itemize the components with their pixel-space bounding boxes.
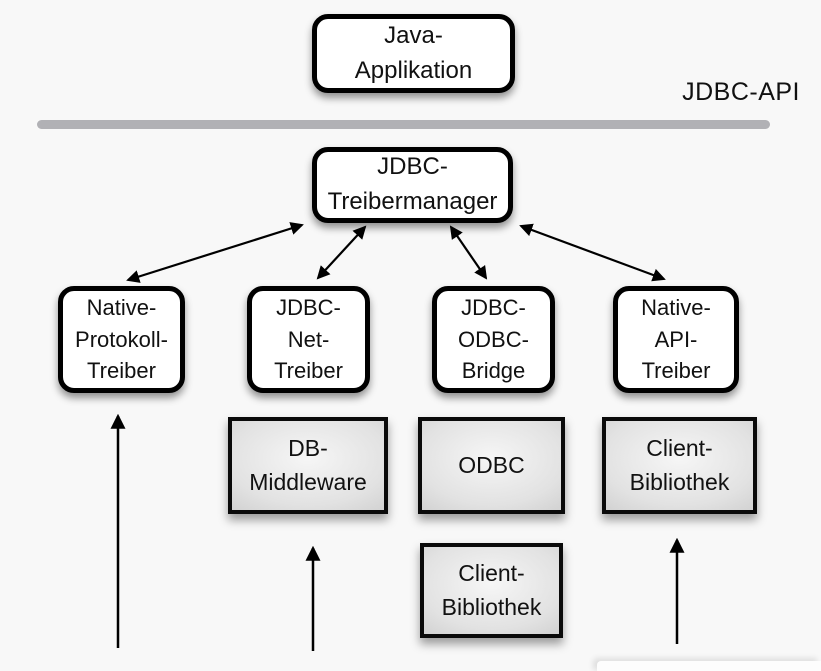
arrow-treibermanager-native-api <box>519 223 666 282</box>
node-db-middleware-label: DB- Middleware <box>249 435 367 495</box>
partial-box-bottom-right <box>597 661 821 671</box>
node-jdbc-net-treiber-label: JDBC- Net- Treiber <box>274 294 343 384</box>
arrow-treibermanager-jdbc-net <box>316 225 367 280</box>
node-native-api-treiber: Native- API- Treiber <box>613 286 739 393</box>
node-native-protokoll-treiber-label: Native- Protokoll- Treiber <box>75 294 168 384</box>
node-native-protokoll-treiber: Native- Protokoll- Treiber <box>58 286 185 393</box>
node-odbc: ODBC <box>418 417 565 514</box>
node-native-api-treiber-label: Native- API- Treiber <box>641 294 711 384</box>
arrow-treibermanager-jdbc-odbc <box>449 225 488 280</box>
node-client-bibliothek-unten-label: Client- Bibliothek <box>441 560 542 620</box>
arrow-treibermanager-native-protokoll <box>126 222 304 283</box>
jdbc-api-divider-bar <box>37 120 770 129</box>
jdbc-api-label: JDBC-API <box>682 78 800 106</box>
node-client-bibliothek-rechts-label: Client- Bibliothek <box>629 435 730 495</box>
node-jdbc-treibermanager: JDBC- Treibermanager <box>312 147 513 223</box>
node-jdbc-net-treiber: JDBC- Net- Treiber <box>247 286 370 393</box>
node-odbc-label: ODBC <box>458 451 525 478</box>
node-jdbc-treibermanager-label: JDBC- Treibermanager <box>327 153 498 215</box>
node-jdbc-odbc-bridge: JDBC- ODBC- Bridge <box>432 286 555 393</box>
node-java-applikation: Java- Applikation <box>312 14 515 93</box>
node-db-middleware: DB- Middleware <box>228 417 388 514</box>
node-java-applikation-label: Java- Applikation <box>354 21 473 84</box>
node-jdbc-odbc-bridge-label: JDBC- ODBC- Bridge <box>458 294 529 384</box>
node-client-bibliothek-rechts: Client- Bibliothek <box>602 417 757 514</box>
node-client-bibliothek-unten: Client- Bibliothek <box>420 543 563 638</box>
